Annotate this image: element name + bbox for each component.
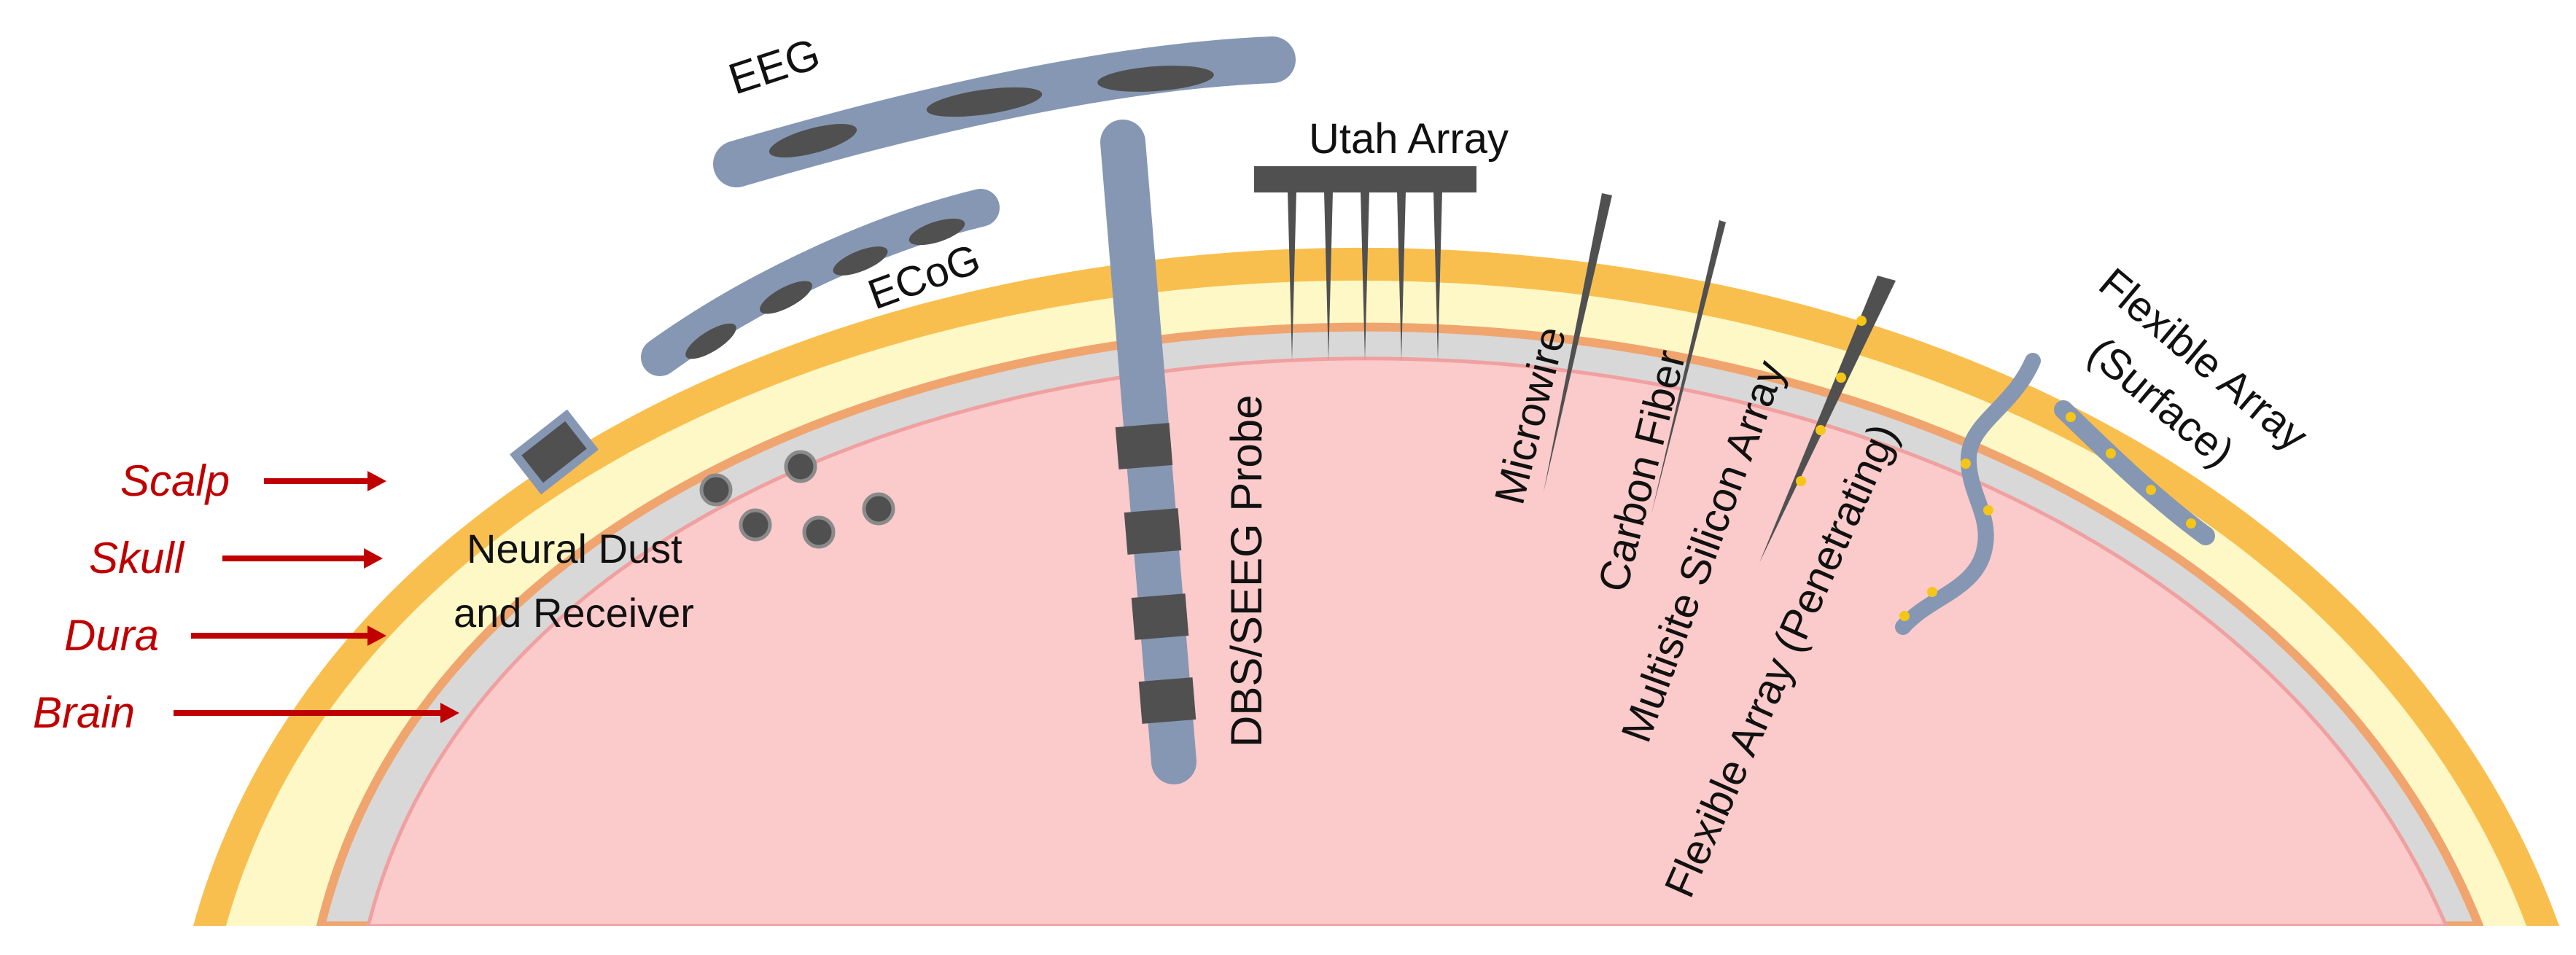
utah-label: Utah Array [1309, 115, 1509, 163]
dbs-contact [1115, 423, 1173, 469]
eeg-label: EEG [723, 28, 825, 104]
dust-particle [862, 492, 895, 526]
utah-needle [1324, 191, 1333, 361]
microwire-device [1544, 193, 1612, 492]
surface-electrode [2106, 448, 2116, 459]
skull-label: Skull [89, 534, 185, 582]
ecog-electrode [685, 323, 736, 359]
scalp-arrowhead [367, 471, 386, 491]
layer-labels: Scalp Skull Dura Brain [33, 456, 459, 737]
eeg-electrode [1097, 66, 1214, 92]
eeg-electrode [768, 124, 857, 157]
scalp-label: Scalp [120, 456, 230, 505]
silicon-electrode [1796, 476, 1806, 486]
dbs-contact [1131, 593, 1189, 640]
bottom-crop [0, 926, 2576, 955]
ecog-electrode [908, 218, 965, 246]
dust-particle [784, 450, 817, 483]
penetrating-electrode [1927, 587, 1937, 597]
surface-electrode [2186, 518, 2196, 529]
silicon-electrode [1836, 373, 1846, 383]
utah-needle [1433, 191, 1442, 361]
dura-arrowhead [367, 625, 386, 646]
dust-particle [699, 473, 733, 507]
utah-needle [1397, 191, 1406, 361]
neural-dust-label-line1: Neural Dust [467, 526, 682, 572]
neural-dust-receiver [510, 409, 599, 495]
dust-particle [802, 515, 836, 549]
utah-needle [1361, 191, 1369, 361]
penetrating-electrode [1899, 611, 1910, 621]
eeg-electrode [926, 87, 1043, 117]
silicon-electrode [1816, 425, 1826, 435]
flexible-array-penetrating [1895, 353, 2041, 635]
dura-label: Dura [64, 611, 159, 660]
neural-dust-particles [699, 450, 895, 549]
ecog-electrode [833, 246, 888, 276]
flexible-array-surface [2054, 400, 2215, 545]
dbs-contact [1124, 508, 1182, 555]
dbs-label: DBS/SEEG Probe [1222, 394, 1271, 747]
dbs-probe [1100, 120, 1196, 784]
ecog-device [641, 189, 1000, 376]
dust-particle [739, 508, 772, 542]
ecog-electrode [760, 281, 812, 314]
penetrating-electrode [1961, 459, 1971, 469]
surface-electrode [2066, 412, 2076, 422]
brain-arrowhead [440, 703, 459, 723]
brain-label: Brain [33, 688, 135, 737]
utah-array [1254, 166, 1476, 361]
surface-electrode [2146, 485, 2156, 495]
skull-arrowhead [364, 548, 383, 569]
utah-needle [1288, 191, 1296, 361]
penetrating-electrode [1983, 505, 1993, 515]
silicon-electrode [1856, 316, 1867, 326]
neural-dust-label-line2: and Receiver [454, 590, 694, 636]
carbon-fiber-device [1651, 220, 1726, 514]
dbs-contact [1138, 677, 1196, 724]
eeg-device [713, 36, 1296, 187]
multisite-silicon-array [1759, 276, 1896, 563]
